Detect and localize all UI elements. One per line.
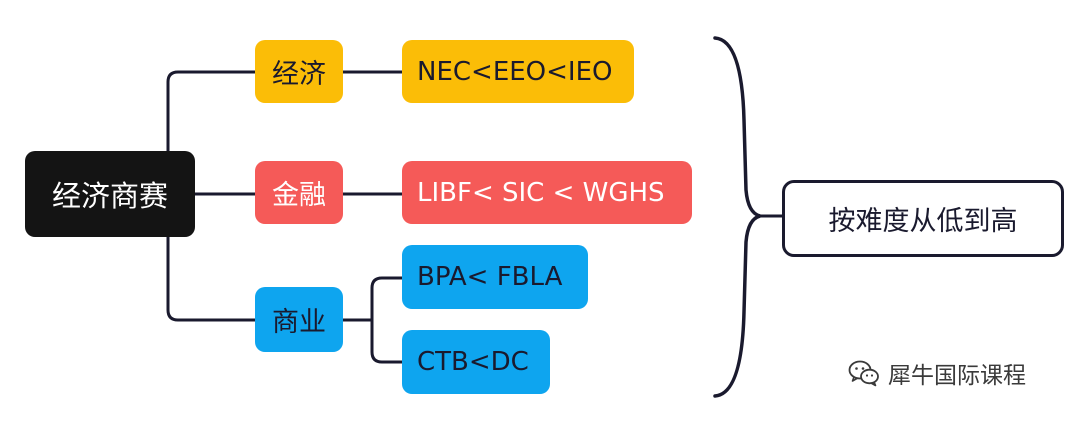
summary-box: 按难度从低到高 [782,180,1064,257]
leaf-business-bpa-fbla: BPA< FBLA [402,245,588,309]
leaf-finance-competitions: LIBF< SIC < WGHS [402,161,692,224]
category-economy: 经济 [255,40,343,103]
connector-root-to-economy [166,70,257,196]
leaf-bpa-label: BPA< FBLA [417,262,563,292]
leaf-business-ctb-dc: CTB<DC [402,330,550,394]
leaf-finance-label: LIBF< SIC < WGHS [417,177,665,208]
wechat-icon [848,360,879,387]
leaf-economy-label: NEC<EEO<IEO [417,56,613,87]
watermark-text: 犀牛国际课程 [888,363,1026,389]
category-finance-label: 金融 [272,180,326,211]
category-business-label: 商业 [272,307,326,338]
connector-business-to-bpa [341,276,404,322]
connector-business-to-ctb [370,318,404,364]
connector-root-to-business [166,192,257,322]
watermark: 犀牛国际课程 [848,356,1026,390]
leaf-ctb-label: CTB<DC [417,347,529,377]
right-brace [713,36,761,398]
summary-label: 按难度从低到高 [828,206,1018,237]
category-finance: 金融 [255,161,343,224]
category-economy-label: 经济 [272,59,326,90]
category-business: 商业 [255,287,343,352]
leaf-economy-competitions: NEC<EEO<IEO [402,40,634,103]
root-node: 经济商赛 [25,151,195,237]
root-label: 经济商赛 [51,179,168,213]
